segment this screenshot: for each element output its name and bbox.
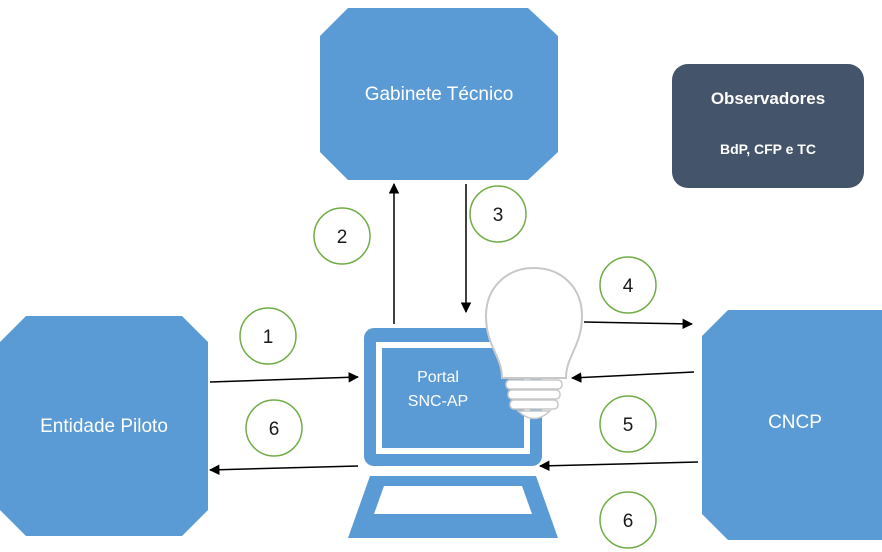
entidade-piloto-box: Entidade Piloto xyxy=(0,316,208,536)
step-circle-6-right: 6 xyxy=(599,491,657,549)
svg-text:5: 5 xyxy=(623,415,634,436)
arrow-6-left-cncp xyxy=(538,460,699,472)
step-circle-5: 5 xyxy=(599,395,657,453)
arrow-1-right xyxy=(209,372,360,383)
svg-text:6: 6 xyxy=(623,511,634,532)
gabinete-tecnico-label: Gabinete Técnico xyxy=(365,84,514,105)
arrow-4-right xyxy=(583,318,694,330)
svg-text:2: 2 xyxy=(337,227,348,248)
entidade-piloto-label: Entidade Piloto xyxy=(40,416,168,437)
svg-text:1: 1 xyxy=(263,327,274,348)
step-circle-1: 1 xyxy=(239,307,297,365)
svg-text:4: 4 xyxy=(623,276,634,297)
arrow-5-left xyxy=(570,371,695,383)
svg-text:3: 3 xyxy=(493,205,504,226)
portal-label-line2: SNC-AP xyxy=(408,393,468,410)
cncp-box: CNCP xyxy=(702,310,882,540)
lightbulb-icon xyxy=(484,266,584,420)
gabinete-tecnico-box: Gabinete Técnico xyxy=(320,8,558,180)
svg-text:6: 6 xyxy=(269,419,280,440)
step-circle-4: 4 xyxy=(599,256,657,314)
observadores-subtitle: BdP, CFP e TC xyxy=(720,141,816,157)
cncp-label: CNCP xyxy=(768,412,822,433)
laptop-icon: Portal SNC-AP xyxy=(348,328,558,538)
observadores-title: Observadores xyxy=(711,89,825,108)
step-circle-3: 3 xyxy=(469,185,527,243)
observadores-box: Observadores BdP, CFP e TC xyxy=(672,64,864,188)
portal-label-line1: Portal xyxy=(417,369,459,386)
arrow-6-left xyxy=(208,464,359,475)
step-circle-6-left: 6 xyxy=(245,399,303,457)
step-circle-2: 2 xyxy=(313,207,371,265)
